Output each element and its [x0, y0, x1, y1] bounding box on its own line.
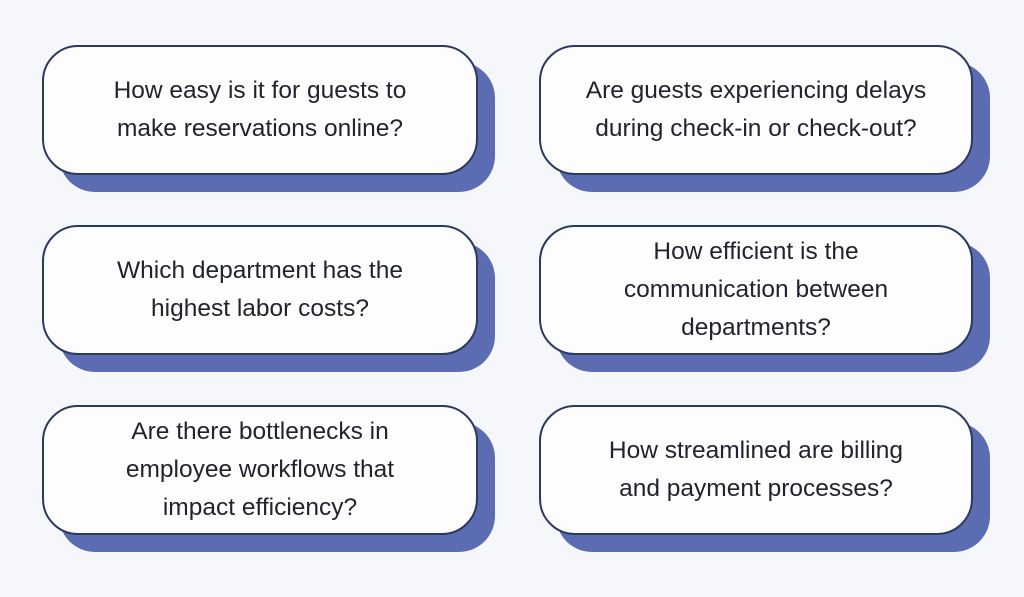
question-line: departments? [681, 314, 831, 341]
question-card-highest-labor-costs: Which department has the highest labor c… [42, 225, 478, 355]
question-card-reservations-online: How easy is it for guests to make reserv… [42, 45, 478, 175]
question-line: How efficient is the [653, 238, 859, 265]
question-card-department-communication: How efficient is the communication betwe… [539, 225, 973, 355]
question-line: and payment processes? [619, 475, 893, 502]
question-line: highest labor costs? [151, 295, 369, 322]
question-card-workflow-bottlenecks: Are there bottlenecks in employee workfl… [42, 405, 478, 535]
question-line: make reservations online? [117, 115, 403, 142]
question-line: during check-in or check-out? [595, 115, 917, 142]
question-card-checkin-checkout-delays: Are guests experiencing delays during ch… [539, 45, 973, 175]
question-line: How streamlined are billing [608, 437, 904, 464]
question-line: Which department has the [117, 257, 403, 284]
question-line: impact efficiency? [162, 494, 358, 521]
question-card-billing-payment-processes: How streamlined are billing and payment … [539, 405, 973, 535]
question-line: Are guests experiencing delays [585, 77, 927, 104]
question-line: employee workflows that [125, 456, 395, 483]
question-line: Are there bottlenecks in [131, 418, 389, 445]
question-line: How easy is it for guests to [113, 77, 407, 104]
question-line: communication between [623, 276, 889, 303]
